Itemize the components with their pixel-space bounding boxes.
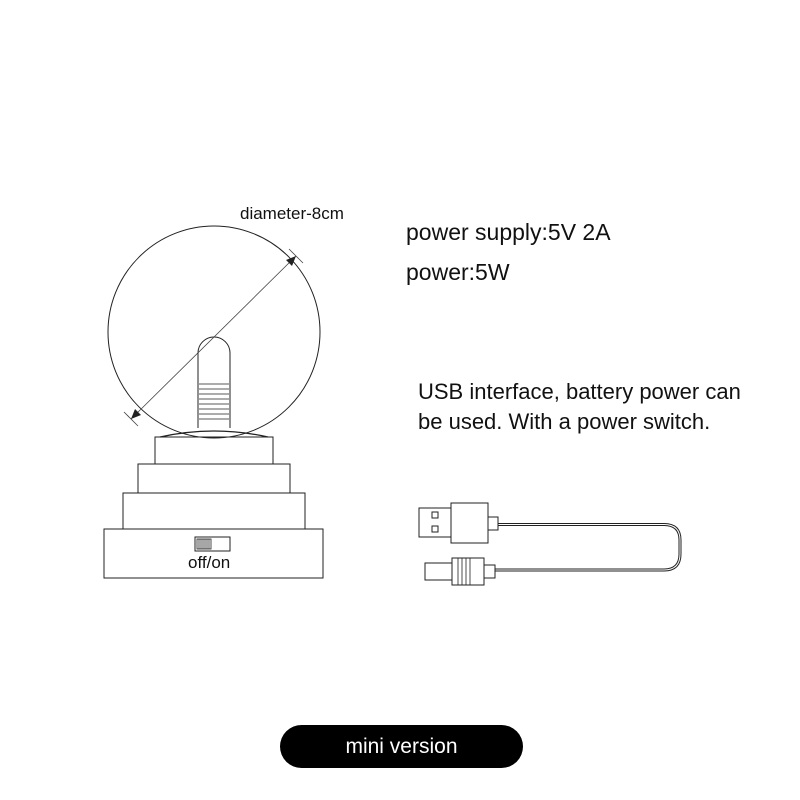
switch-label: off/on [188, 553, 231, 572]
globe-seat [159, 430, 269, 438]
usb-note-line-2: be used. With a power switch. [418, 409, 711, 434]
electrode-coil [199, 383, 229, 420]
base-tier-3 [122, 492, 306, 530]
usb-cable [418, 502, 682, 586]
diameter-label: diameter-8cm [240, 204, 344, 223]
usb-note-line-1: USB interface, battery power can [418, 379, 741, 404]
power-supply-spec: power supply:5V 2A [406, 219, 611, 245]
power-spec: power:5W [406, 259, 510, 285]
diameter-dimension [123, 248, 304, 427]
globe-outline [107, 225, 321, 439]
base-bottom [103, 528, 324, 579]
switch-toggle [196, 538, 212, 550]
barrel-plug [424, 562, 453, 581]
base-tier-1 [154, 436, 274, 465]
base-tier-2 [137, 463, 291, 494]
version-badge-label: mini version [345, 734, 458, 758]
power-switch [194, 536, 231, 552]
version-badge: mini version [280, 725, 523, 768]
